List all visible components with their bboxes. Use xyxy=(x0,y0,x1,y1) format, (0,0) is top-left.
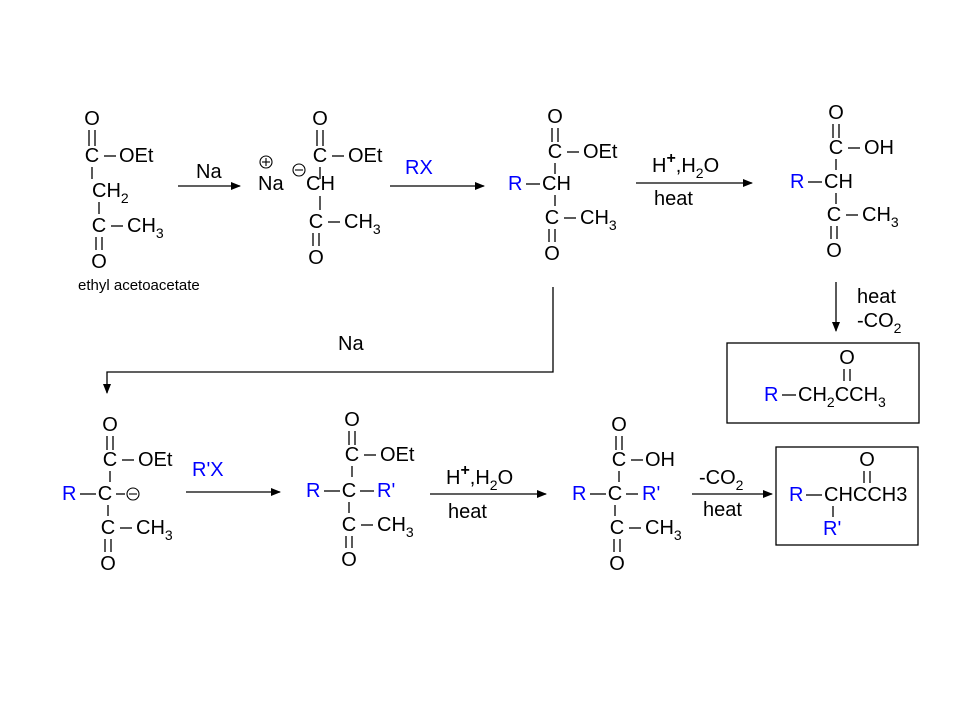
carbon-atom: C xyxy=(345,444,359,466)
carbon-atom: C xyxy=(313,145,327,167)
condition-label: heat xyxy=(654,188,693,210)
compound-name-label: ethyl acetoacetate xyxy=(78,277,200,294)
reaction-arrow-rx: RX xyxy=(390,157,485,190)
carbonyl-oxygen: O xyxy=(828,102,844,124)
quaternary-carbon: C xyxy=(608,483,622,505)
reaction-arrow-r-prime-x: R'X xyxy=(186,459,281,496)
r-group: R xyxy=(572,483,586,505)
minus-charge-icon xyxy=(126,487,140,501)
reagent-label: H+,H2O xyxy=(652,150,719,181)
carbonyl-oxygen: O xyxy=(544,243,560,265)
sodium-cation: Na xyxy=(258,173,284,195)
methine-group: CH xyxy=(824,171,853,193)
carbonyl-oxygen: O xyxy=(102,414,118,436)
carbon-atom: C xyxy=(829,137,843,159)
methine-group: CH xyxy=(542,173,571,195)
methyl-group: CH3 xyxy=(645,517,682,543)
methyl-group: CH3 xyxy=(344,211,381,237)
r-group: R xyxy=(508,173,522,195)
reagent-label: R'X xyxy=(192,459,224,481)
molecule-dialkylated-ester: O C OEt R C R' C CH3 O xyxy=(306,409,415,571)
reaction-arrow-decarboxylation: heat -CO2 xyxy=(832,282,902,336)
ketone-chain: CHCCH3 xyxy=(824,484,907,506)
condition-label: heat xyxy=(703,499,742,521)
carbon-atom: C xyxy=(545,207,559,229)
molecule-sodium-enolate: O C OEt Na CH C CH3 O xyxy=(258,108,383,269)
r-group: R xyxy=(789,484,803,506)
condition-label: heat xyxy=(857,286,896,308)
carbonyl-oxygen: O xyxy=(341,549,357,571)
ethoxy-group: OEt xyxy=(119,145,154,167)
condition-label: -CO2 xyxy=(857,310,902,336)
product-methyl-ketone: O R CH2CCH3 xyxy=(726,342,920,424)
r-prime-group: R' xyxy=(377,480,395,502)
carbonyl-oxygen: O xyxy=(859,449,875,471)
carbonyl-oxygen: O xyxy=(547,106,563,128)
r-prime-group: R' xyxy=(823,518,841,540)
methine-carbanion: CH xyxy=(306,173,335,195)
carbon-atom: C xyxy=(309,211,323,233)
methyl-group: CH3 xyxy=(580,207,617,233)
ethoxy-group: OEt xyxy=(380,444,415,466)
carbonyl-oxygen: O xyxy=(312,108,328,130)
carbon-atom: C xyxy=(85,145,99,167)
carbon-atom: C xyxy=(827,204,841,226)
reaction-arrow-hydrolysis: H+,H2O heat xyxy=(636,150,753,210)
reagent-label: H+,H2O xyxy=(446,462,513,493)
carbon-atom: C xyxy=(103,449,117,471)
reaction-arrow-hydrolysis-2: H+,H2O heat xyxy=(430,462,547,523)
molecule-dialkyl-keto-acid: O C OH R C R' C CH3 O xyxy=(572,414,682,575)
carbonyl-oxygen: O xyxy=(308,247,324,269)
condition-label: -CO2 xyxy=(699,467,744,493)
ethoxy-group: OEt xyxy=(138,449,173,471)
carbonyl-oxygen: O xyxy=(100,553,116,575)
methylene-group: CH2 xyxy=(92,180,129,206)
carbonyl-oxygen: O xyxy=(344,409,360,431)
r-group: R xyxy=(790,171,804,193)
methyl-group: CH3 xyxy=(136,517,173,543)
plus-charge-icon xyxy=(259,155,273,169)
carbon-atom: C xyxy=(548,141,562,163)
methyl-group: CH3 xyxy=(862,204,899,230)
molecule-alkylated-ester: O C OEt R CH C CH3 O xyxy=(508,106,618,265)
reagent-label: Na xyxy=(338,333,364,355)
r-group: R xyxy=(306,480,320,502)
carbon-atom: C xyxy=(342,514,356,536)
molecule-ethyl-acetoacetate: O C OEt CH2 C CH3 O ethyl acetoacetate xyxy=(78,108,200,294)
molecule-alkyl-enolate: O C OEt R C C CH3 O xyxy=(62,414,173,575)
ethoxy-group: OEt xyxy=(348,145,383,167)
hydroxyl-group: OH xyxy=(645,449,675,471)
carbon-atom: C xyxy=(610,517,624,539)
carbonyl-oxygen: O xyxy=(91,251,107,273)
reagent-label: RX xyxy=(405,157,433,179)
carbon-atom: C xyxy=(101,517,115,539)
r-group: R xyxy=(62,483,76,505)
r-prime-group: R' xyxy=(642,483,660,505)
carbon-atom: C xyxy=(612,449,626,471)
carbonyl-oxygen: O xyxy=(839,347,855,369)
reagent-label: Na xyxy=(196,161,222,183)
carbanion-carbon: C xyxy=(98,483,112,505)
carbon-atom: C xyxy=(92,215,106,237)
quaternary-carbon: C xyxy=(342,480,356,502)
product-dialkyl-ketone: O R CHCCH3 R' xyxy=(775,446,919,546)
ethoxy-group: OEt xyxy=(583,141,618,163)
condition-label: heat xyxy=(448,501,487,523)
hydroxyl-group: OH xyxy=(864,137,894,159)
methyl-group: CH3 xyxy=(377,514,414,540)
reaction-arrow-second-deprotonation: Na xyxy=(103,287,554,394)
carbonyl-oxygen: O xyxy=(611,414,627,436)
carbonyl-oxygen: O xyxy=(609,553,625,575)
reaction-arrow-decarboxylation-2: -CO2 heat xyxy=(692,467,773,521)
carbonyl-oxygen: O xyxy=(826,240,842,262)
carbonyl-oxygen: O xyxy=(84,108,100,130)
methyl-group: CH3 xyxy=(127,215,164,241)
molecule-keto-acid: O C OH R CH C CH3 O xyxy=(790,102,899,262)
minus-charge-icon xyxy=(292,163,306,177)
ketone-chain: CH2CCH3 xyxy=(798,384,886,410)
reaction-arrow-na: Na xyxy=(178,161,241,190)
r-group: R xyxy=(764,384,778,406)
